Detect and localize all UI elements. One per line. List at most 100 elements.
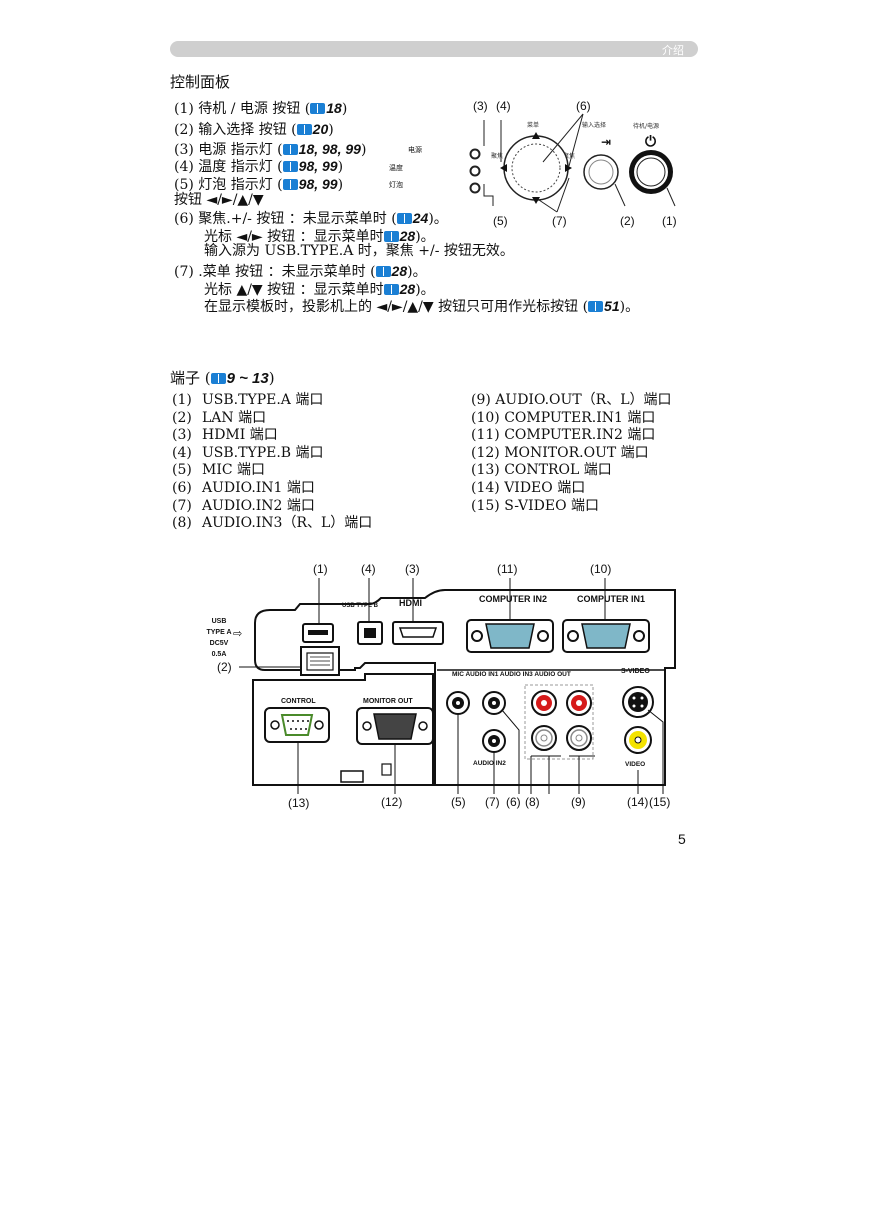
up-arrow-icon[interactable] xyxy=(532,132,540,139)
input-select-label: 输入选择 xyxy=(582,121,606,129)
book-icon xyxy=(282,179,298,190)
list-item: (12) MONITOR.OUT 端口 xyxy=(471,444,649,461)
svg-text:(13): (13) xyxy=(288,796,309,810)
header-bar: 介绍 xyxy=(170,41,698,57)
lamp-indicator-icon xyxy=(469,182,481,194)
svg-text:HDMI: HDMI xyxy=(399,598,422,608)
control-panel-line: 按钮 ◄/►/▲/▼ xyxy=(174,192,264,208)
control-panel-line: 输入源为 USB.TYPE.A 时，聚焦 +/- 按钮无效。 xyxy=(204,243,514,259)
svg-text:COMPUTER IN1: COMPUTER IN1 xyxy=(577,594,645,604)
page-reference[interactable]: 98, 99 xyxy=(298,158,338,174)
book-icon xyxy=(296,124,312,135)
arrow-right-icon: ⇨ xyxy=(233,627,242,640)
svg-text:(8): (8) xyxy=(525,795,540,809)
list-item: (8)AUDIO.IN3（R、L）端口 xyxy=(172,515,373,532)
callout-5: (5) xyxy=(493,214,508,228)
book-icon xyxy=(383,231,399,242)
callout-7: (7) xyxy=(552,214,567,228)
power-label: 待机/电源 xyxy=(633,122,659,130)
callout-3: (3) xyxy=(473,99,488,113)
focus-minus-label: 聚焦 xyxy=(491,152,503,160)
svg-text:(5): (5) xyxy=(451,795,466,809)
lock-icon xyxy=(381,763,392,776)
callout-6: (6) xyxy=(576,99,591,113)
ind-power-label: 电源 xyxy=(408,146,422,154)
book-icon xyxy=(383,284,399,295)
ind-lamp-label: 灯泡 xyxy=(389,181,403,189)
callout-2: (2) xyxy=(620,214,635,228)
control-panel-figure: (3) (4) (6) (5) (7) (2) (1) 待机/电源 输入选择 菜… xyxy=(469,99,677,228)
book-icon xyxy=(210,373,226,384)
input-icon: ⇥ xyxy=(601,135,611,149)
svg-text:(11): (11) xyxy=(497,562,517,576)
svg-text:TYPE A: TYPE A xyxy=(206,629,231,636)
svg-text:(1): (1) xyxy=(313,562,328,576)
cursor-ring[interactable] xyxy=(503,135,569,201)
callout-4: (4) xyxy=(496,99,511,113)
page-reference[interactable]: 20 xyxy=(312,121,329,137)
ind-temp-label: 温度 xyxy=(389,164,403,172)
book-icon xyxy=(282,144,298,155)
down-arrow-icon[interactable] xyxy=(532,197,540,204)
page-reference[interactable]: 18 xyxy=(326,100,342,116)
svg-text:COMPUTER IN2: COMPUTER IN2 xyxy=(479,594,547,604)
terminals-list-left: (1)USB.TYPE.A 端口(2)LAN 端口(3)HDMI 端口(4)US… xyxy=(172,392,372,533)
svg-text:(7): (7) xyxy=(485,795,500,809)
temp-indicator-icon xyxy=(469,165,481,177)
list-item: (1)USB.TYPE.A 端口 xyxy=(172,392,324,408)
terminals-figure: (1) (4) (3) (11) (10) (2) (13) (12) (5) … xyxy=(206,562,676,810)
control-panel-line: 在显示模板时，投影机上的 ◄/►/▲/▼ 按钮只可用作光标按钮 (51)。 xyxy=(204,298,640,315)
svg-text:(6): (6) xyxy=(506,795,521,809)
control-panel-line: (2) 输入选择 按钮 (20) xyxy=(174,121,334,138)
book-icon xyxy=(282,161,298,172)
list-item: (2)LAN 端口 xyxy=(172,409,267,426)
control-panel-line: (7) .菜单 按钮 ：未显示菜单时 (28)。 xyxy=(174,263,427,280)
svg-text:(9): (9) xyxy=(571,795,586,809)
control-panel-line: (6) 聚焦.+/- 按钮 ：未显示菜单时 (24)。 xyxy=(174,210,448,227)
page-reference[interactable]: 24 xyxy=(412,210,429,226)
list-item: (10) COMPUTER.IN1 端口 xyxy=(471,409,656,426)
terminals-list-right: (9) AUDIO.OUT（R、L）端口(10) COMPUTER.IN1 端口… xyxy=(471,392,672,515)
page-reference[interactable]: 28 xyxy=(399,281,416,297)
page-reference[interactable]: 28 xyxy=(399,228,416,244)
svg-text:DC5V: DC5V xyxy=(210,640,229,647)
list-item: (3)HDMI 端口 xyxy=(172,427,278,444)
book-icon xyxy=(588,301,604,312)
page-number: 5 xyxy=(678,831,686,847)
list-item: (7)AUDIO.IN2 端口 xyxy=(172,497,315,514)
list-item: (9) AUDIO.OUT（R、L）端口 xyxy=(471,392,672,408)
svg-text:MIC AUDIO IN1 AUDIO IN3 AUDIO: MIC AUDIO IN1 AUDIO IN3 AUDIO OUT xyxy=(452,671,571,678)
list-item: (4)USB.TYPE.B 端口 xyxy=(172,444,324,461)
svg-text:(15): (15) xyxy=(649,795,670,809)
menu-label: 菜单 xyxy=(527,121,539,129)
svg-text:0.5A: 0.5A xyxy=(212,651,227,658)
list-item: (14) VIDEO 端口 xyxy=(471,479,586,496)
control-panel-line: (4) 温度 指示灯 (98, 99) xyxy=(174,158,344,175)
section-label: 介绍 xyxy=(662,44,684,57)
left-arrow-icon[interactable] xyxy=(500,164,507,172)
control-panel-title: 控制面板 xyxy=(170,73,231,91)
right-arrow-icon[interactable] xyxy=(565,164,572,172)
svg-text:MONITOR OUT: MONITOR OUT xyxy=(363,698,413,705)
list-item: (6)AUDIO.IN1 端口 xyxy=(172,479,315,496)
svg-text:CONTROL: CONTROL xyxy=(281,698,316,705)
power-indicator-icon xyxy=(469,148,481,160)
svg-text:S-VIDEO: S-VIDEO xyxy=(621,668,650,675)
svg-text:(14): (14) xyxy=(627,795,648,809)
svg-text:USB TYPE B: USB TYPE B xyxy=(342,603,379,609)
svg-text:AUDIO IN2: AUDIO IN2 xyxy=(473,760,506,767)
list-item: (5)MIC 端口 xyxy=(172,462,266,479)
svg-text:VIDEO: VIDEO xyxy=(625,761,645,768)
focus-plus-label: 聚焦 xyxy=(563,152,575,160)
control-panel-line: (1) 待机 / 电源 按钮 (18) xyxy=(174,100,348,117)
control-panel-line: (5) 灯泡 指示灯 (98, 99) xyxy=(174,176,344,193)
power-icon: ⏻ xyxy=(645,134,656,150)
page-reference[interactable]: 51 xyxy=(604,298,620,314)
callout-1: (1) xyxy=(662,214,677,228)
page-reference[interactable]: 98, 99 xyxy=(298,176,338,192)
page-reference[interactable]: 18, 98, 99 xyxy=(298,141,361,157)
book-icon xyxy=(310,103,326,114)
list-item: (11) COMPUTER.IN2 端口 xyxy=(471,427,656,444)
page-reference[interactable]: 28 xyxy=(391,263,408,279)
